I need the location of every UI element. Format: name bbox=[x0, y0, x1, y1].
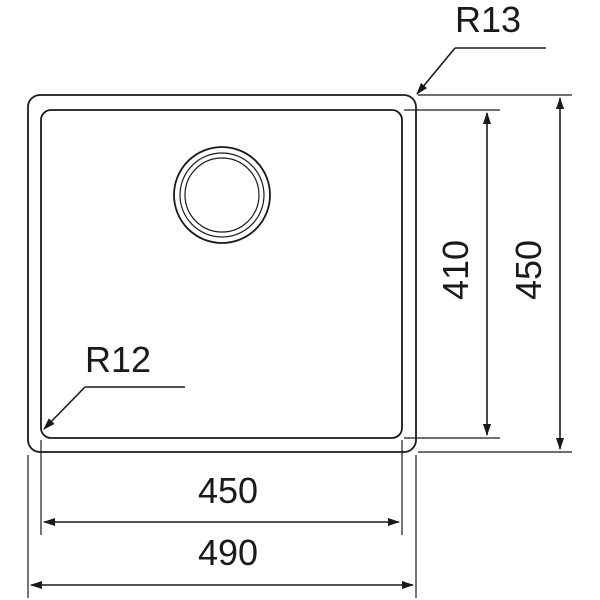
inner-height-dimension: 410 bbox=[404, 109, 500, 439]
outer-width-dimension: 490 bbox=[27, 455, 417, 598]
inner-radius-label: R12 bbox=[85, 339, 151, 380]
inner-width-label: 450 bbox=[198, 470, 258, 511]
sink-outer-rim bbox=[27, 94, 417, 453]
inner-radius-callout: R12 bbox=[43, 339, 185, 430]
outer-height-dimension: 450 bbox=[418, 94, 572, 453]
outer-radius-callout: R13 bbox=[416, 0, 546, 95]
sink-inner-basin bbox=[40, 109, 403, 439]
drain-icon bbox=[173, 146, 271, 244]
outer-width-label: 490 bbox=[198, 532, 258, 573]
outer-radius-label: R13 bbox=[455, 0, 521, 40]
inner-width-dimension: 450 bbox=[40, 440, 403, 535]
outer-height-label: 450 bbox=[508, 240, 549, 300]
inner-height-label: 410 bbox=[435, 240, 476, 300]
